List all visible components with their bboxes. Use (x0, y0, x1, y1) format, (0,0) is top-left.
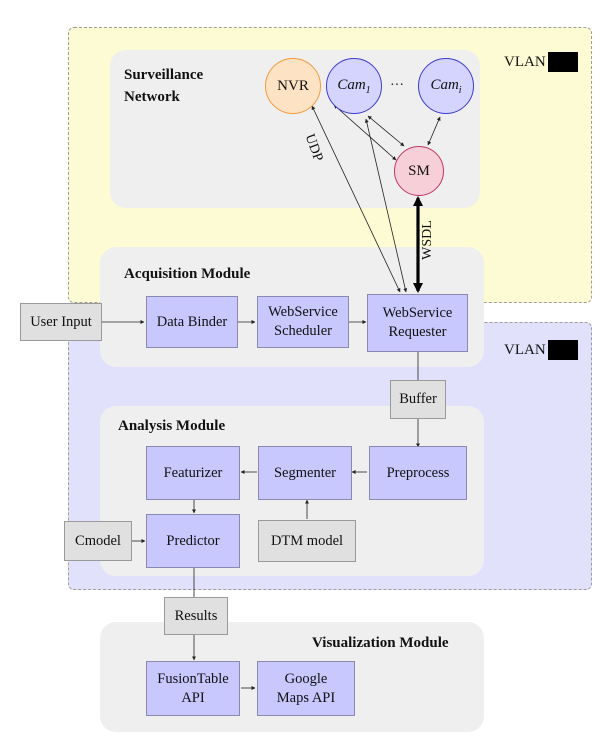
edge-sm-nvr (333, 104, 397, 161)
dtm-model-box: DTM model (258, 520, 356, 562)
redaction-block (547, 340, 578, 360)
redaction-block (547, 52, 578, 72)
surveillance-network-title: Surveillance Network (124, 64, 203, 108)
edge-sm-cami (427, 116, 441, 146)
predictor-box: Predictor (146, 514, 240, 568)
edge-udp (311, 105, 401, 293)
fusiontable-api-box: FusionTable API (146, 661, 240, 716)
webservice-scheduler-box: WebService Scheduler (257, 296, 349, 348)
surveillance-title-line1: Surveillance (124, 67, 204, 83)
nvr-node: NVR (265, 58, 321, 114)
cam1-label: Cam1 (337, 76, 371, 96)
surveillance-title-line2: Network (124, 89, 180, 105)
buffer-box: Buffer (390, 380, 446, 419)
edge-requester-cam1 (364, 118, 408, 293)
vlan-label-top: VLAN (504, 52, 578, 72)
vlan-label-bottom-text: VLAN (504, 341, 546, 358)
wsdl-label: WSDL (419, 220, 435, 260)
nvr-label: NVR (277, 77, 309, 94)
results-box: Results (164, 597, 228, 635)
ellipsis: ··· (390, 78, 404, 93)
acquisition-module-title: Acquisition Module (124, 266, 251, 282)
webservice-requester-box: WebService Requester (367, 294, 468, 352)
analysis-module-title: Analysis Module (118, 418, 226, 434)
vlan-label-bottom: VLAN (504, 340, 578, 360)
sm-label: SM (408, 162, 430, 179)
segmenter-box: Segmenter (258, 446, 352, 500)
vlan-label-top-text: VLAN (504, 53, 546, 70)
featurizer-box: Featurizer (146, 446, 240, 500)
data-binder-box: Data Binder (146, 296, 238, 348)
cmodel-box: Cmodel (64, 521, 132, 561)
edge-sm-cam1 (367, 115, 405, 147)
sm-node: SM (394, 146, 444, 196)
cam1-node: Cam1 (326, 58, 382, 114)
preprocess-box: Preprocess (369, 446, 467, 500)
user-input-box: User Input (20, 303, 102, 341)
cami-label: Cami (430, 76, 462, 96)
cami-node: Cami (418, 58, 474, 114)
google-maps-api-box: Google Maps API (257, 661, 355, 716)
visualization-module-title: Visualization Module (312, 635, 449, 651)
